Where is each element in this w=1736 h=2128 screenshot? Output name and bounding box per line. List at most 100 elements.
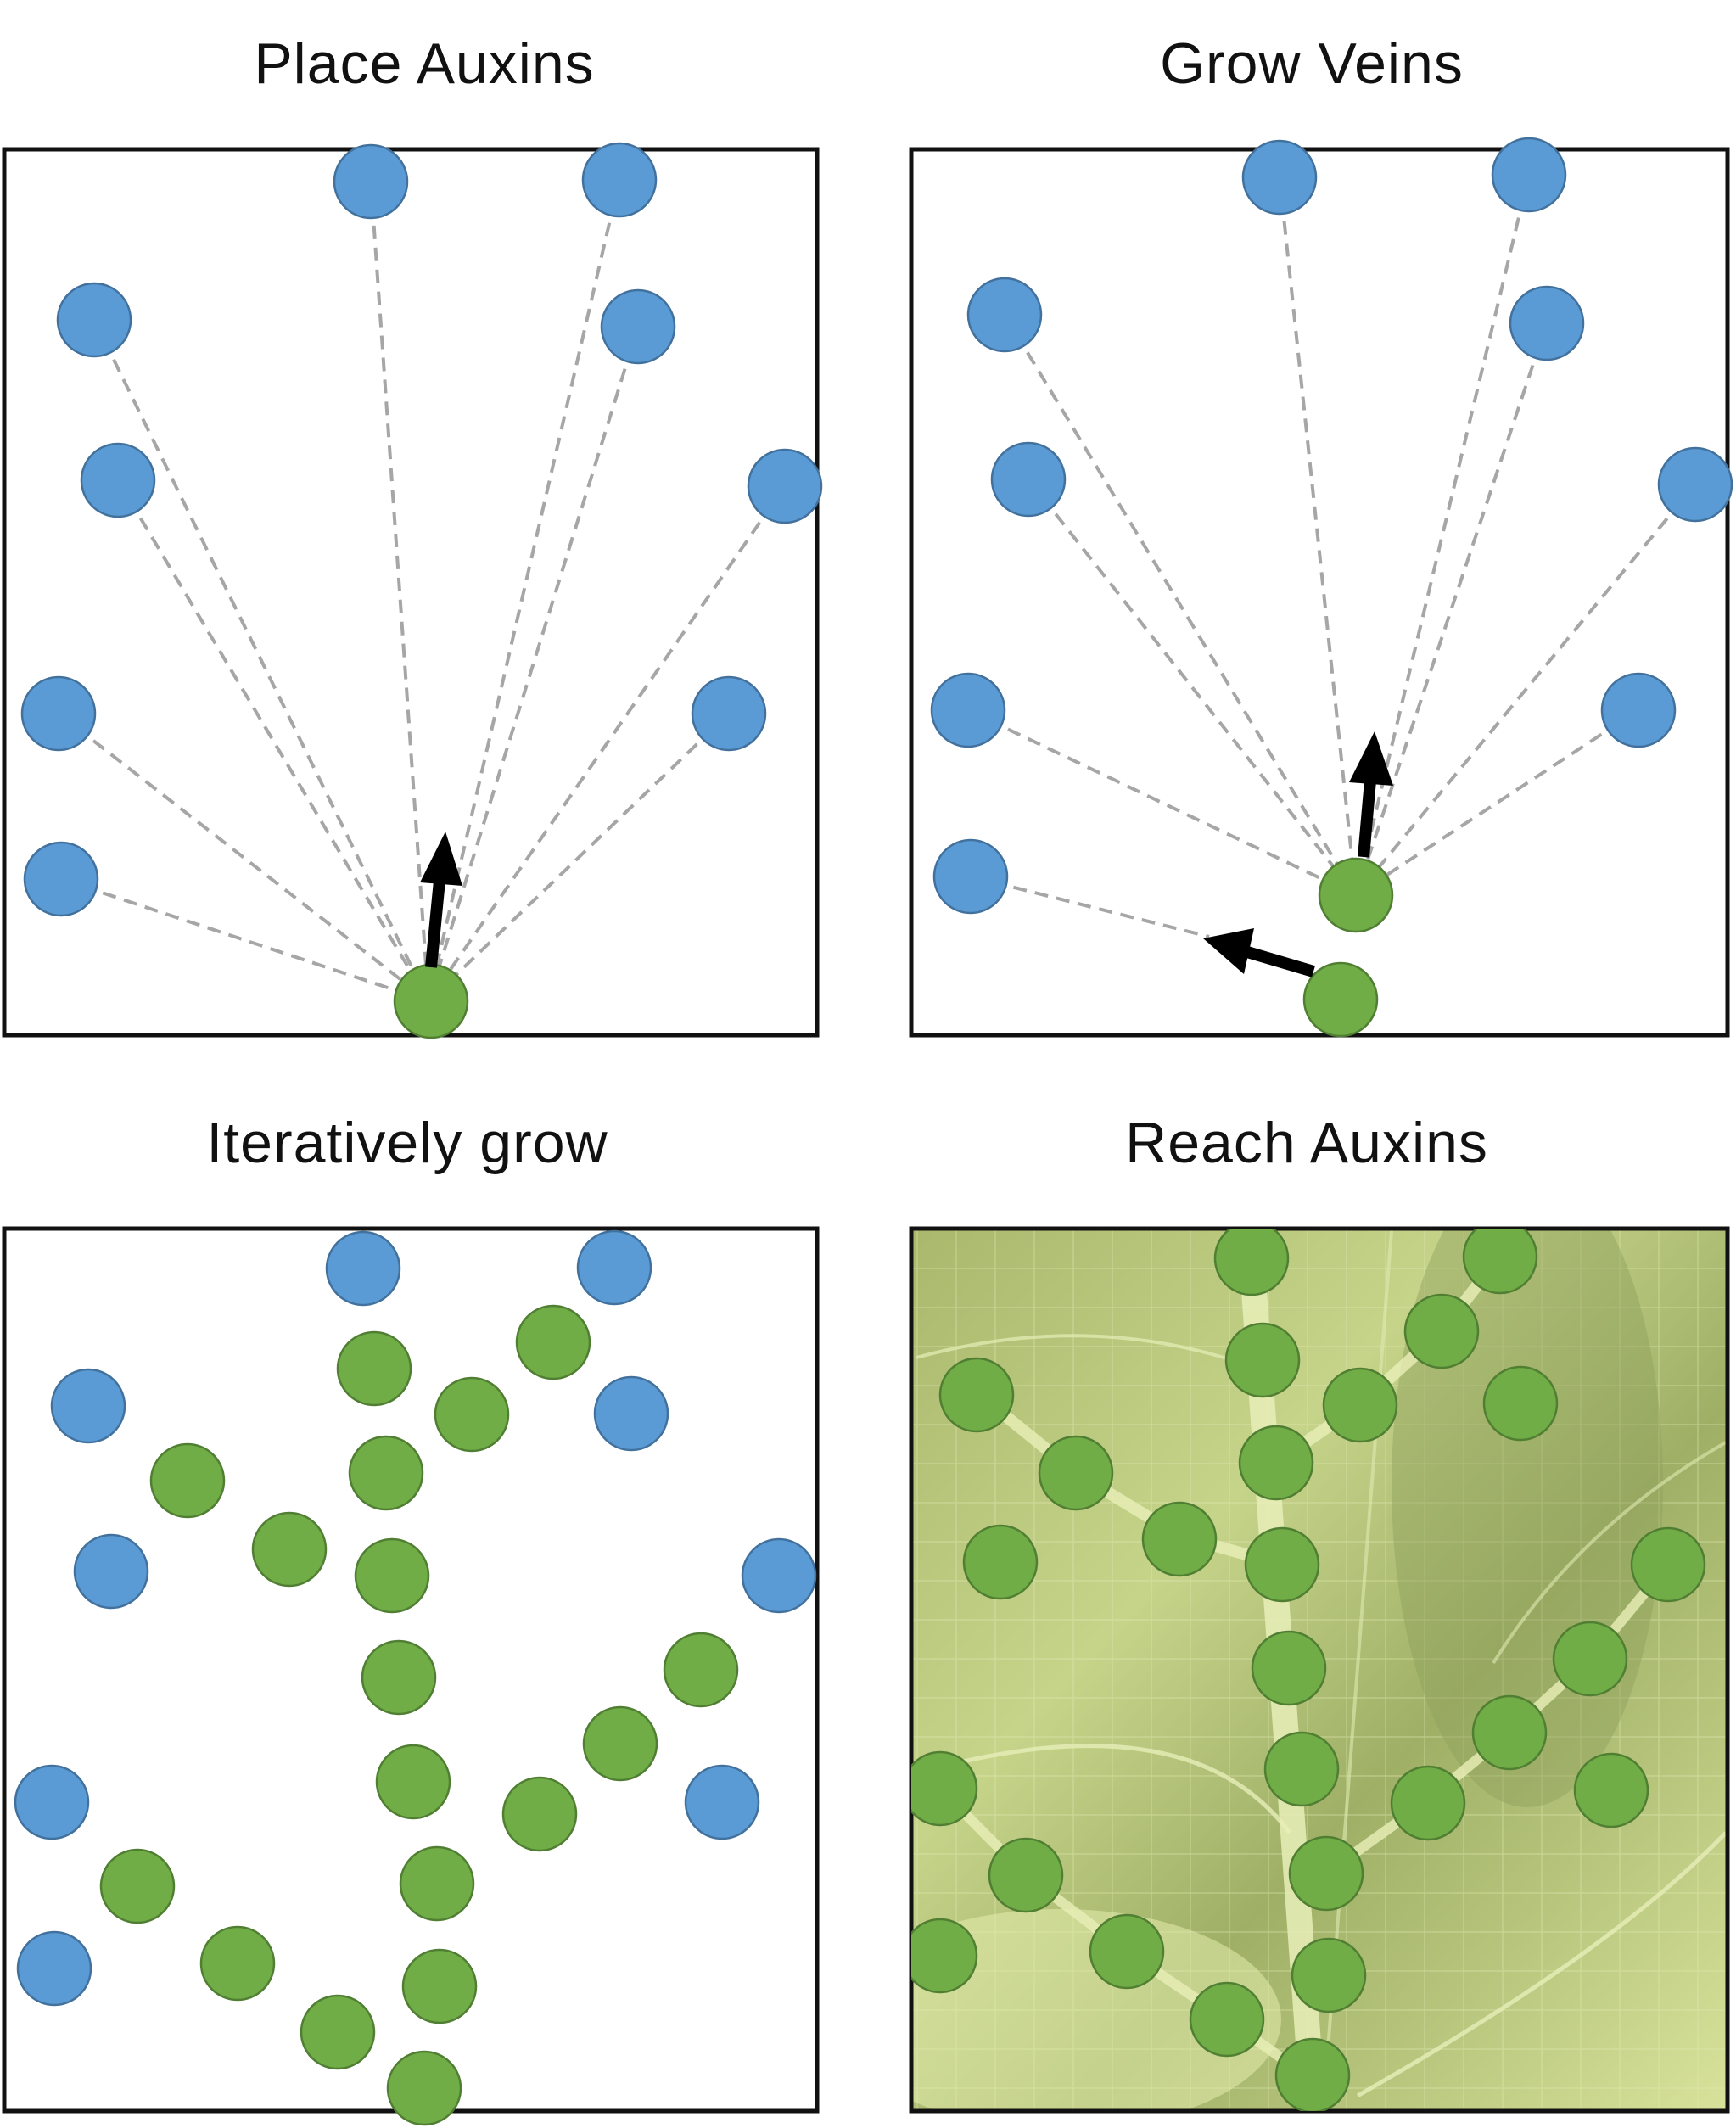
growth-direction-arrow <box>1246 946 1315 977</box>
attraction-link <box>1354 483 1697 897</box>
vein-node <box>1251 1630 1327 1706</box>
vein-node <box>1573 1752 1649 1828</box>
arrow-head-icon <box>420 832 462 886</box>
attraction-link <box>427 326 640 1002</box>
vein-node <box>911 1918 978 1994</box>
vein-node <box>962 1524 1039 1600</box>
vein-node <box>1263 1731 1340 1807</box>
vein-node <box>663 1632 739 1708</box>
attraction-link <box>369 181 430 1002</box>
auxin-node <box>56 282 132 358</box>
vein-node <box>1213 1229 1290 1296</box>
vein-node <box>199 1925 276 2002</box>
attraction-link <box>1354 174 1531 896</box>
vein-node <box>1291 1937 1367 2013</box>
vein-node <box>399 1845 475 1922</box>
vein-node <box>911 1750 978 1827</box>
auxin-node <box>990 441 1067 518</box>
vein-node <box>434 1376 510 1453</box>
attraction-link <box>116 479 430 1003</box>
auxin-node <box>576 1229 652 1306</box>
auxin-node <box>747 448 823 524</box>
auxin-node <box>50 1368 126 1444</box>
auxin-node <box>1509 285 1585 361</box>
auxin-node <box>80 442 156 518</box>
vein-node <box>1482 1365 1559 1442</box>
panel-frame-grow-veins <box>909 147 1730 1038</box>
auxin-node <box>930 672 1006 748</box>
grow-veins-diagram <box>930 137 1733 1038</box>
auxin-node <box>23 841 99 917</box>
auxin-node <box>593 1375 669 1452</box>
vein-node <box>149 1442 226 1519</box>
vein-node <box>354 1537 430 1614</box>
arrow-head-icon <box>1349 731 1393 786</box>
vein-node <box>386 2050 462 2126</box>
attraction-link <box>1354 708 1640 897</box>
attraction-link <box>92 319 430 1002</box>
auxin-node <box>16 1930 92 2007</box>
vein-node <box>1089 1913 1165 1990</box>
vein-node <box>1390 1765 1466 1841</box>
panel-title-place-auxins: Place Auxins <box>254 31 595 96</box>
auxin-node <box>1491 137 1567 213</box>
vein-node <box>99 1848 176 1924</box>
vein-node <box>1462 1229 1538 1295</box>
vein-node <box>515 1304 591 1380</box>
panel-title-iteratively-grow: Iteratively grow <box>206 1111 608 1175</box>
growth-direction-arrow <box>1358 780 1376 858</box>
vein-node <box>348 1435 424 1511</box>
reach-auxins-diagram <box>911 1229 1706 2111</box>
vein-node <box>1038 1435 1114 1511</box>
auxin-node <box>333 143 409 220</box>
attraction-link <box>1278 176 1358 896</box>
panel-title-grow-veins: Grow Veins <box>1160 31 1464 96</box>
panel-frame-place-auxins <box>2 147 820 1038</box>
auxin-node <box>932 838 1009 915</box>
vein-node <box>1403 1293 1480 1369</box>
vein-node <box>300 1994 376 2070</box>
vein-node <box>336 1330 412 1407</box>
auxin-node <box>1657 446 1733 523</box>
vein-node <box>251 1511 328 1588</box>
vein-node <box>393 963 469 1039</box>
attraction-link <box>967 708 1357 897</box>
vein-node <box>988 1837 1064 1913</box>
vein-node <box>582 1705 658 1782</box>
attraction-link <box>57 712 430 1003</box>
vein-node <box>1274 2037 1351 2111</box>
auxin-node <box>691 675 767 752</box>
vein-node <box>1288 1835 1364 1912</box>
vein-node <box>1471 1694 1548 1771</box>
attraction-link <box>1354 322 1548 896</box>
growth-direction-arrow <box>425 880 445 968</box>
auxin-node <box>325 1230 401 1307</box>
vein-node <box>375 1744 451 1820</box>
auxin-node <box>1241 139 1318 216</box>
vein-node <box>501 1776 578 1852</box>
vein-node <box>1302 961 1379 1038</box>
vein-node <box>1244 1526 1320 1603</box>
auxin-node <box>73 1533 149 1610</box>
vein-node <box>1322 1367 1398 1443</box>
vein-node <box>938 1357 1015 1433</box>
arrow-head-icon <box>1203 928 1254 974</box>
vein-node <box>1630 1526 1706 1603</box>
auxin-node <box>1600 672 1677 748</box>
vein-node <box>1141 1501 1218 1577</box>
auxin-node <box>14 1764 90 1840</box>
vein-node <box>1224 1322 1301 1398</box>
attraction-link <box>1027 478 1358 897</box>
vein-node <box>1318 857 1394 933</box>
auxin-node <box>966 277 1043 353</box>
attraction-link <box>427 712 731 1003</box>
attraction-link <box>427 484 787 1003</box>
auxin-node <box>684 1764 760 1840</box>
vein-node <box>401 1948 478 2024</box>
vein-node <box>361 1639 437 1716</box>
vein-node <box>1189 1981 1265 2058</box>
attraction-link <box>970 875 1210 938</box>
auxin-node <box>600 288 676 365</box>
place-auxins-diagram <box>20 142 823 1039</box>
